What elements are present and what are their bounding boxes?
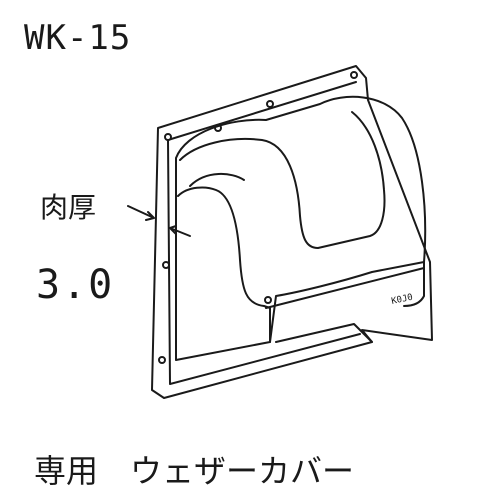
mounting-hole [264, 296, 272, 304]
hood-front-inner [189, 173, 245, 187]
thickness-arrow-right [169, 225, 191, 237]
hood-outer-shell [175, 95, 427, 361]
hood-side-edge [403, 261, 425, 307]
flange-inner-edge [167, 81, 361, 385]
mounting-hole [350, 71, 358, 79]
mounting-hole [164, 133, 172, 141]
drawing-mark: K0J0 [391, 293, 414, 307]
hood-top-curve [179, 111, 386, 249]
mounting-hole [162, 261, 170, 269]
mounting-hole [158, 356, 166, 364]
thickness-label: 肉厚 [40, 191, 97, 224]
caption: 専用 ウェザーカバー [34, 452, 355, 490]
mounting-hole [266, 100, 274, 108]
thickness-value: 3.0 [36, 262, 115, 308]
hood-front-face [177, 186, 271, 343]
flange-plate [151, 65, 433, 399]
thickness-arrow [127, 205, 155, 221]
hood-bottom-edge [265, 267, 425, 343]
model-code: WK-15 [24, 18, 132, 58]
